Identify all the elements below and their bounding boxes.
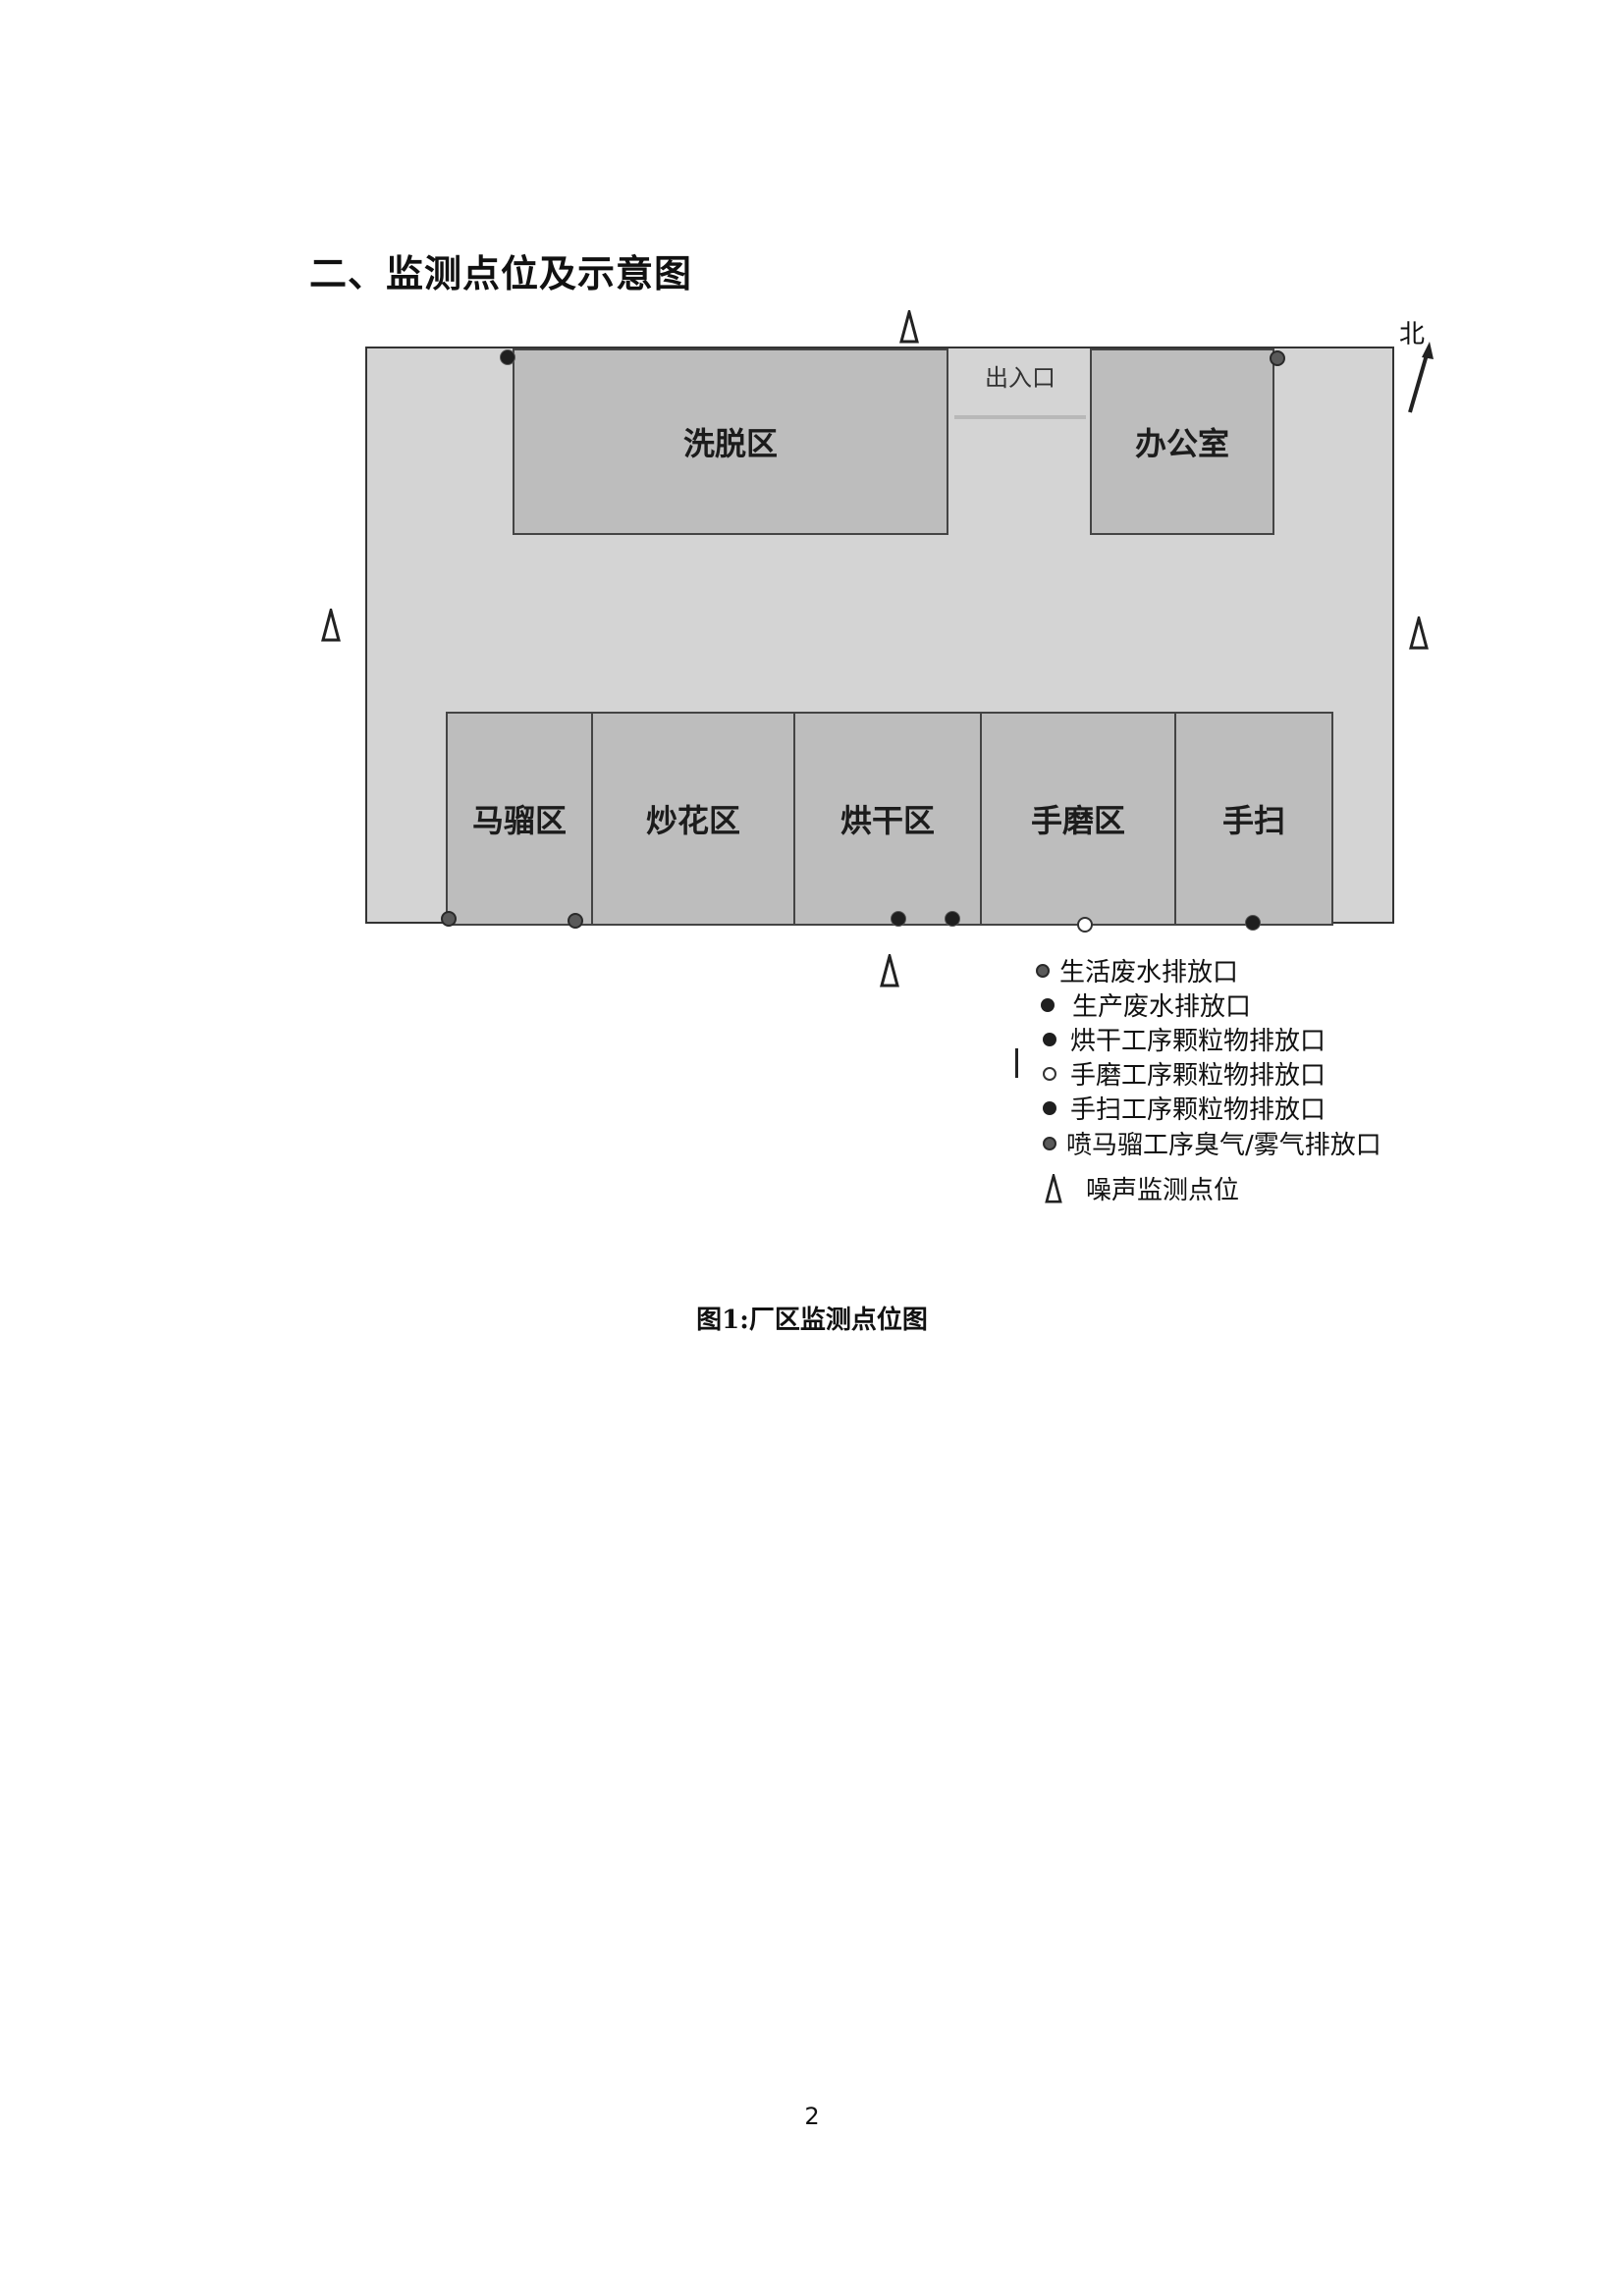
legend-sweeping-particulate: 手扫工序颗粒物排放口 bbox=[1043, 1090, 1326, 1126]
north-label: 北 bbox=[1399, 320, 1426, 349]
noise-point-east bbox=[1409, 616, 1429, 650]
marker-spray-odor-1 bbox=[441, 911, 457, 927]
zone-honggan: 烘干区 bbox=[793, 712, 982, 926]
zone-maliu: 马骝区 bbox=[446, 712, 593, 926]
zone-shousao: 手扫 bbox=[1174, 712, 1333, 926]
legend-triangle-icon bbox=[1045, 1173, 1062, 1203]
legend-dot-icon bbox=[1041, 997, 1055, 1012]
zone-office: 办公室 bbox=[1090, 348, 1274, 535]
zone-shoumo: 手磨区 bbox=[980, 712, 1176, 926]
legend-divider bbox=[1015, 1048, 1018, 1078]
legend-domestic-wastewater: 生活废水排放口 bbox=[1036, 952, 1238, 988]
legend-dot-icon bbox=[1043, 1032, 1056, 1046]
zone-chaohua: 炒花区 bbox=[591, 712, 795, 926]
noise-point-north bbox=[899, 310, 919, 344]
zone-xituo: 洗脱区 bbox=[513, 348, 948, 535]
legend-grinding-particulate: 手磨工序颗粒物排放口 bbox=[1043, 1055, 1326, 1092]
legend-dot-icon bbox=[1036, 963, 1050, 978]
legend-spray-odor: 喷马骝工序臭气/雾气排放口 bbox=[1043, 1125, 1381, 1161]
north-arrow-icon bbox=[1408, 342, 1434, 413]
legend-dot-icon bbox=[1043, 1136, 1056, 1150]
page-number: 2 bbox=[804, 2103, 820, 2130]
legend-drying-particulate: 烘干工序颗粒物排放口 bbox=[1043, 1021, 1326, 1057]
noise-point-west bbox=[321, 609, 341, 642]
zone-entrance: 出入口 bbox=[954, 348, 1086, 419]
section-heading: 二、监测点位及示意图 bbox=[309, 251, 693, 295]
legend-dot-icon bbox=[1043, 1100, 1056, 1115]
figure-caption: 图1:厂区监测点位图 bbox=[696, 1306, 928, 1335]
legend-noise-point: 噪声监测点位 bbox=[1043, 1170, 1239, 1206]
legend-dot-icon bbox=[1043, 1066, 1056, 1081]
marker-drying-particulate-2 bbox=[945, 911, 960, 927]
marker-sweeping-particulate bbox=[1245, 915, 1261, 931]
marker-domestic-wastewater bbox=[1270, 350, 1285, 366]
marker-grinding-particulate bbox=[1077, 917, 1093, 933]
noise-point-south bbox=[880, 954, 899, 988]
marker-production-wastewater bbox=[500, 349, 515, 365]
legend-production-wastewater: 生产废水排放口 bbox=[1041, 987, 1251, 1023]
marker-spray-odor-2 bbox=[568, 913, 583, 929]
factory-site: 洗脱区 出入口 办公室 马骝区 炒花区 烘干区 手磨区 手扫 bbox=[365, 347, 1394, 926]
marker-drying-particulate-1 bbox=[891, 911, 906, 927]
